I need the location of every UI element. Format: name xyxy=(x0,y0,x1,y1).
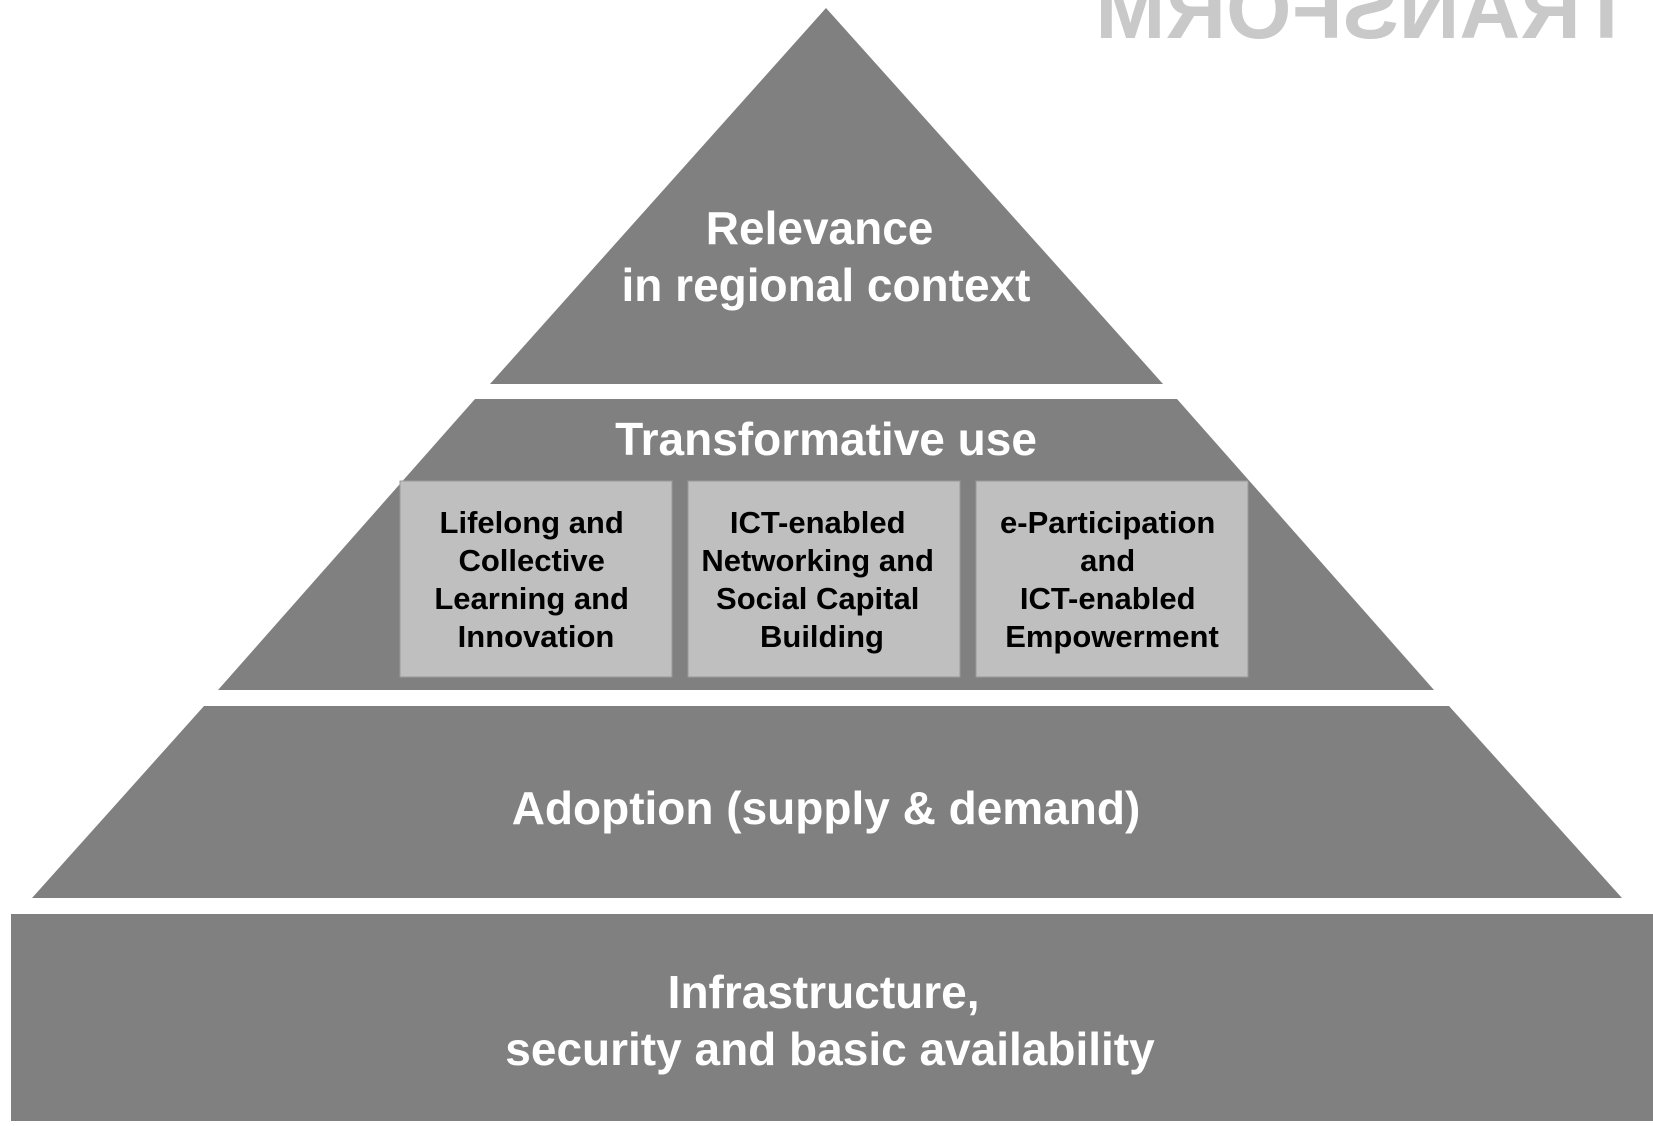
box-lifelong-learning-text: Lifelong and Collective Learning and Inn… xyxy=(434,505,637,654)
box-line: and xyxy=(1080,543,1135,578)
box-lifelong-learning xyxy=(399,480,673,678)
box-line: Collective xyxy=(458,543,604,578)
box-line: Learning and xyxy=(434,581,629,616)
box-line: ICT-enabled xyxy=(730,505,906,540)
box-line: Empowerment xyxy=(1005,619,1219,654)
box-e-participation-text: e-Participation and ICT-enabled Empowerm… xyxy=(1000,505,1224,654)
tier-infrastructure-label: Infrastructure, security and basic avail… xyxy=(505,966,1155,1075)
tier-transformative-use-label: Transformative use xyxy=(615,413,1037,465)
box-line: Building xyxy=(760,619,884,654)
box-e-participation xyxy=(975,480,1249,678)
box-line: Social Capital xyxy=(716,581,919,616)
tier-relevance xyxy=(490,8,1163,384)
tier-infrastructure-line-1: Infrastructure, xyxy=(668,966,980,1018)
tier-infrastructure xyxy=(11,914,1653,1121)
box-line: Lifelong and xyxy=(440,505,624,540)
tier-relevance-line-1: Relevance xyxy=(706,202,934,254)
tier-relevance-line-2: in regional context xyxy=(622,259,1031,311)
tier-infrastructure-line-2: security and basic availability xyxy=(505,1023,1155,1075)
box-ict-networking xyxy=(687,480,961,678)
tier-adoption xyxy=(32,706,1622,898)
box-line: ICT-enabled xyxy=(1020,581,1196,616)
box-line: e-Participation xyxy=(1000,505,1215,540)
watermark-text: TRANSFORM xyxy=(1095,0,1632,56)
tier-relevance-label: Relevance in regional context xyxy=(622,202,1031,311)
box-ict-networking-text: ICT-enabled Networking and Social Capita… xyxy=(701,505,942,654)
watermark-logo: TRANSFORM xyxy=(1095,0,1632,56)
box-line: Networking and xyxy=(701,543,934,578)
box-line: Innovation xyxy=(458,619,615,654)
tier-adoption-label: Adoption (supply & demand) xyxy=(512,782,1141,834)
